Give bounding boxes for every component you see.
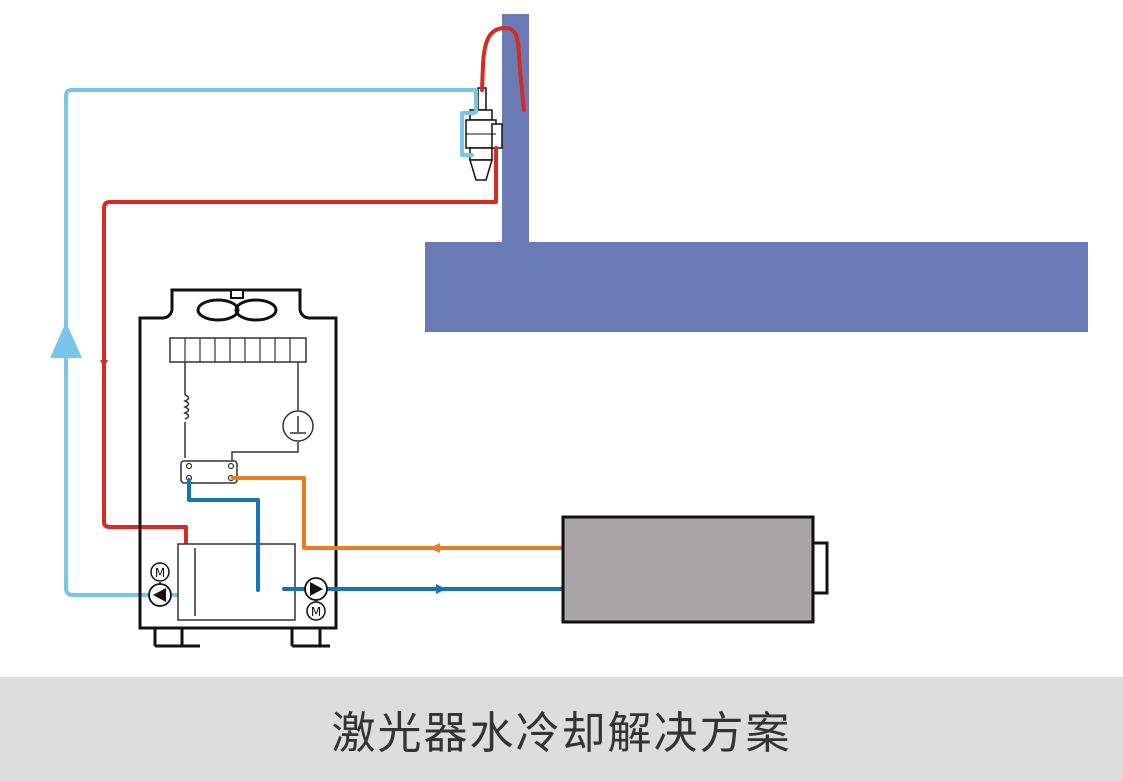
condenser-coil — [169, 337, 307, 363]
compressor-icon — [282, 410, 314, 442]
laser-gantry-column — [502, 14, 529, 244]
laser-cooling-diagram: M M — [50, 14, 1088, 648]
chiller-unit — [138, 288, 338, 648]
pipe-red-laser-top — [480, 26, 526, 112]
laser-gantry-beam — [425, 242, 1088, 332]
heat-exchanger — [180, 460, 238, 484]
pipe-light-blue-supply — [64, 88, 478, 597]
motor-label-right: M — [311, 605, 321, 619]
laser-module — [561, 515, 829, 624]
pipe-orange-return — [231, 476, 565, 550]
pump-right-icon: M — [304, 577, 328, 621]
caption-bar: 激光器水冷却解决方案 — [0, 677, 1123, 781]
fan-icon — [196, 289, 278, 322]
pipe-light-blue-head-loop — [460, 111, 476, 157]
pipe-blue-exchanger — [187, 478, 260, 592]
pump-left-icon: M — [148, 562, 172, 607]
expansion-coil-icon — [183, 394, 190, 420]
motor-label-left: M — [155, 566, 165, 580]
water-tank — [177, 543, 296, 621]
caption-title: 激光器水冷却解决方案 — [331, 708, 792, 759]
